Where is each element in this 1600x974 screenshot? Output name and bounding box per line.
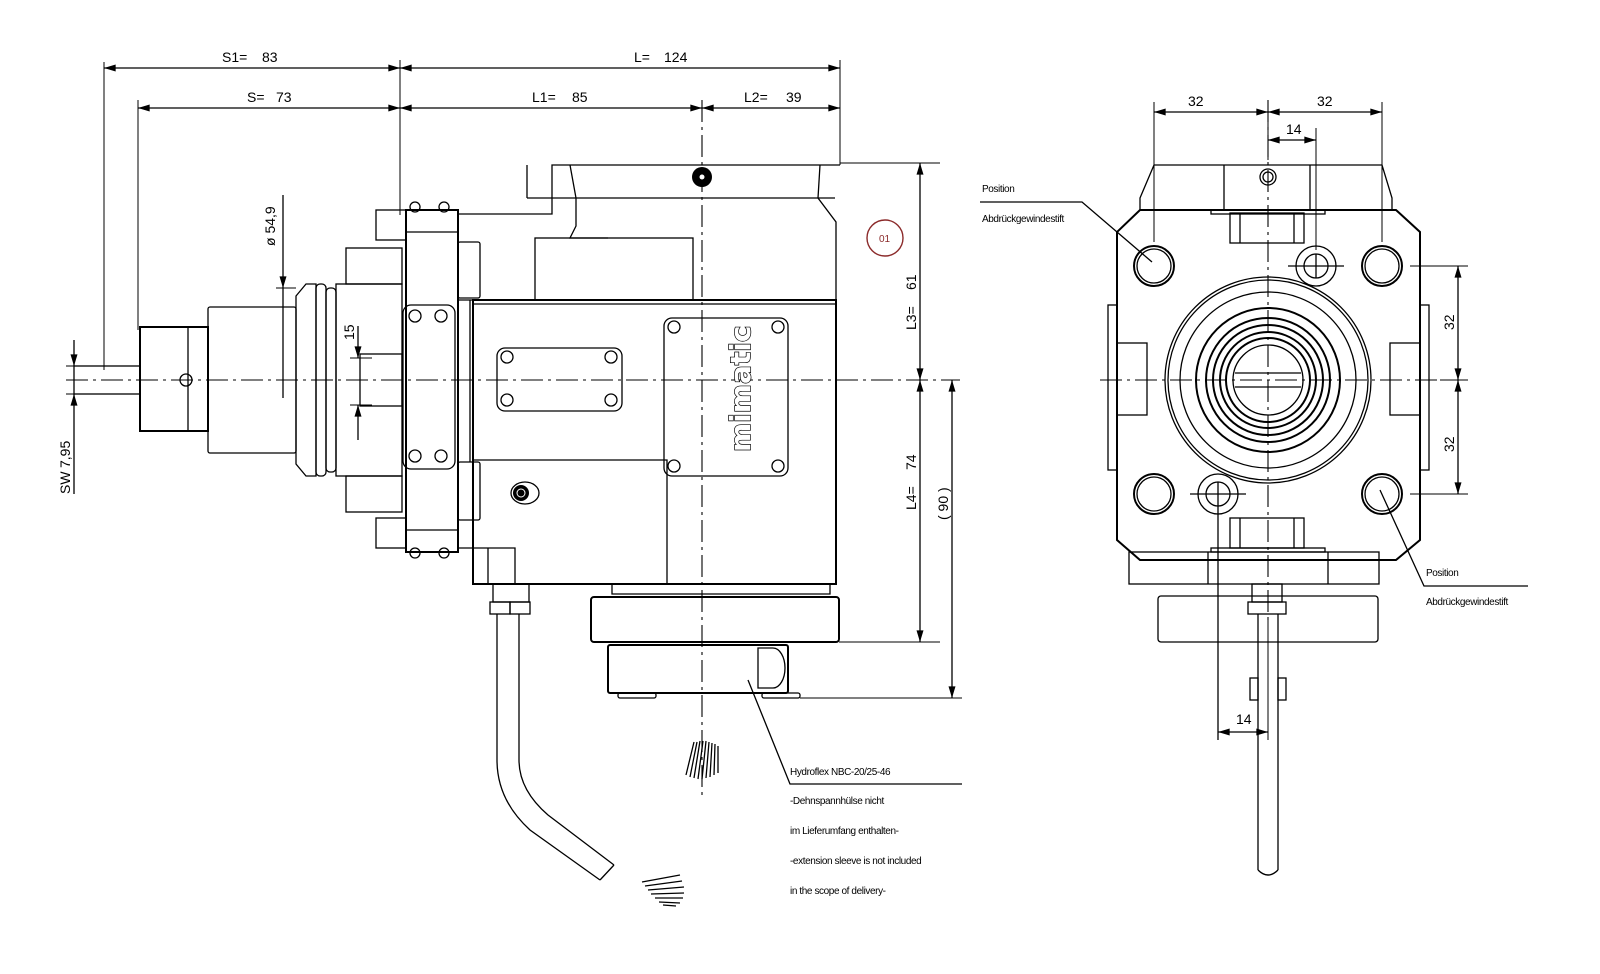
note-line-3: -extension sleeve is not included xyxy=(790,856,921,867)
dim-sw-label: SW xyxy=(57,471,73,494)
note-line-4: in the scope of delivery- xyxy=(790,886,886,897)
housing-body: mimatic xyxy=(458,164,840,585)
flange xyxy=(345,201,481,559)
front-dim-bottom-offset: 14 xyxy=(1236,711,1252,727)
dimension-s: S= 73 xyxy=(137,89,401,330)
dim-15: 15 xyxy=(341,324,357,340)
item-badge: 01 xyxy=(866,219,904,257)
note-line-1: -Dehnspannhülse nicht xyxy=(790,796,885,807)
dimension-l1: L1= 85 xyxy=(399,89,702,112)
front-dim-right-lower: 32 xyxy=(1441,436,1457,452)
brand-logo: mimatic xyxy=(724,326,757,452)
dim-l1-label: L1= xyxy=(532,89,556,105)
dim-diameter: ø 54,9 xyxy=(262,206,278,246)
dimension-90-reference: ( 90 ) xyxy=(800,379,962,699)
front-bottom-block xyxy=(1128,506,1380,876)
dimension-diameter: ø 54,9 xyxy=(262,195,296,398)
drive-shaft xyxy=(73,283,403,477)
coolant-spray-icon xyxy=(685,740,719,780)
output-spindle xyxy=(590,584,840,699)
front-view: 32 32 14 32 32 xyxy=(980,93,1528,876)
callout-top-line2: Abdrückgewindestift xyxy=(982,214,1065,225)
note-line-2: im Lieferumfang enthalten- xyxy=(790,826,899,837)
callout-top-line1: Position xyxy=(982,184,1014,195)
dim-l4-label: L4= xyxy=(903,486,919,510)
front-dim-right-upper: 32 xyxy=(1441,314,1457,330)
dimension-l: L= 124 xyxy=(399,49,841,165)
dimension-s1: S1= 83 xyxy=(103,49,401,370)
dimension-l3: L3= 61 xyxy=(840,162,940,381)
dimension-l4: L4= 74 xyxy=(839,379,940,643)
note-title: Hydroflex NBC-20/25-46 xyxy=(790,767,891,778)
coolant-spray-icon xyxy=(641,874,685,907)
screw-hole xyxy=(1361,473,1403,515)
dim-90-ref: ( 90 ) xyxy=(935,487,951,520)
callout-position-bottom: Position Abdrückgewindestift xyxy=(1379,489,1528,608)
dim-l2-label: L2= xyxy=(744,89,768,105)
item-badge-text: 01 xyxy=(879,234,891,245)
hydroflex-note: Hydroflex NBC-20/25-46 -Dehnspannhülse n… xyxy=(747,679,962,897)
callout-bottom-line1: Position xyxy=(1426,568,1458,579)
dimension-sw: SW 7,95 xyxy=(57,340,104,494)
dim-l4-value: 74 xyxy=(903,454,919,470)
dim-l2-value: 39 xyxy=(786,89,802,105)
dim-s-value: 73 xyxy=(276,89,292,105)
dim-l-value: 124 xyxy=(664,49,688,65)
screw-hole xyxy=(1133,473,1175,515)
side-view: S1= 83 L= 124 S= 73 L1= 85 L2= 39 xyxy=(57,49,962,907)
front-dim-top-offset: 14 xyxy=(1286,121,1302,137)
screw-hole xyxy=(1133,245,1175,287)
front-dimension-bottom: 14 xyxy=(1217,620,1269,740)
dim-s1-value: 83 xyxy=(262,49,278,65)
callout-bottom-line2: Abdrückgewindestift xyxy=(1426,597,1509,608)
dim-l3-value: 61 xyxy=(903,274,919,290)
front-top-block xyxy=(1139,164,1393,215)
dimension-15: 15 xyxy=(341,324,372,440)
screw-hole xyxy=(1361,245,1403,287)
dim-s-label: S= xyxy=(247,89,265,105)
front-dim-top-right: 32 xyxy=(1317,93,1333,109)
front-dim-top-left: 32 xyxy=(1188,93,1204,109)
dim-l-label: L= xyxy=(634,49,650,65)
front-dimension-top: 32 32 14 xyxy=(1153,93,1383,250)
coolant-pipe xyxy=(489,583,615,881)
front-housing xyxy=(1107,209,1430,561)
dim-l3-label: L3= xyxy=(903,306,919,330)
dimension-l2: L2= 39 xyxy=(702,89,840,112)
dim-s1-label: S1= xyxy=(222,49,247,65)
dim-l1-value: 85 xyxy=(572,89,588,105)
callout-position-top: Position Abdrückgewindestift xyxy=(980,184,1153,263)
dim-sw-value: 7,95 xyxy=(57,441,73,468)
